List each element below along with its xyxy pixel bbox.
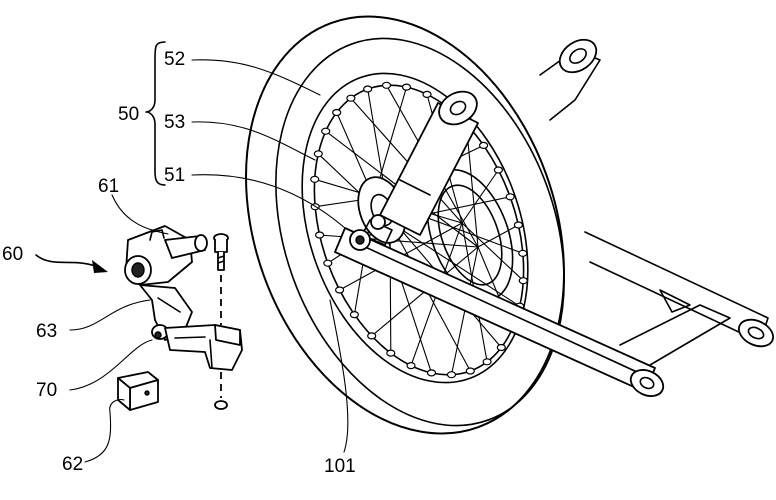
brace-50 (145, 41, 166, 186)
label-51: 51 (164, 165, 185, 186)
spoke (350, 97, 463, 224)
spoke-nipple (426, 369, 437, 377)
chain-stay (334, 214, 665, 397)
spoke-nipple (381, 81, 392, 89)
spoke (465, 123, 479, 248)
spoke-nipple (513, 221, 524, 229)
mount-block (154, 324, 243, 371)
l-bracket (117, 371, 159, 411)
label-62: 62 (62, 454, 83, 475)
spoke (461, 169, 499, 224)
spoke-nipple (363, 85, 373, 93)
spoke (389, 221, 521, 307)
spoke (389, 221, 392, 354)
mount-bracket-assembly (124, 225, 208, 341)
spoke-nipple (465, 367, 475, 375)
label-101: 101 (324, 456, 356, 477)
spoke-nipple (332, 108, 342, 117)
spoke-nipple (479, 141, 489, 149)
leader-lines (69, 59, 349, 463)
swing-arm-frame (539, 38, 774, 366)
spoke-nipple (401, 83, 412, 91)
label-60: 60 (2, 244, 23, 265)
spoke-nipple (335, 286, 345, 294)
label-53: 53 (164, 112, 185, 133)
spoke-nipple (518, 277, 528, 285)
spoke-nipple (315, 231, 325, 239)
bolt (213, 233, 229, 410)
shock-absorber (361, 90, 479, 246)
spoke-nipple (446, 371, 457, 379)
assembly-arrow (35, 254, 108, 273)
spoke-nipple (406, 362, 416, 370)
spoke-nipple (367, 332, 377, 340)
spoke-nipple (505, 193, 515, 201)
spoke-nipple (346, 94, 356, 102)
label-52: 52 (164, 49, 185, 70)
spoke-nipple (518, 249, 528, 257)
label-63: 63 (36, 321, 57, 342)
spoke-nipple (310, 175, 320, 183)
spoke-nipple (321, 127, 331, 135)
spoke-nipple (313, 150, 323, 158)
spoke (477, 224, 519, 248)
spoke-nipple (386, 349, 396, 357)
spoke-nipple (482, 358, 492, 366)
label-61: 61 (98, 176, 119, 197)
label-70: 70 (36, 380, 57, 401)
spoke-nipple (349, 311, 359, 319)
spoke-nipple (496, 343, 506, 352)
spoke-nipple (323, 259, 333, 267)
tire (245, 15, 565, 435)
spoke-nipple (422, 90, 432, 99)
spoke-nipple (493, 166, 503, 174)
label-50: 50 (118, 104, 139, 125)
spoke (461, 222, 524, 282)
